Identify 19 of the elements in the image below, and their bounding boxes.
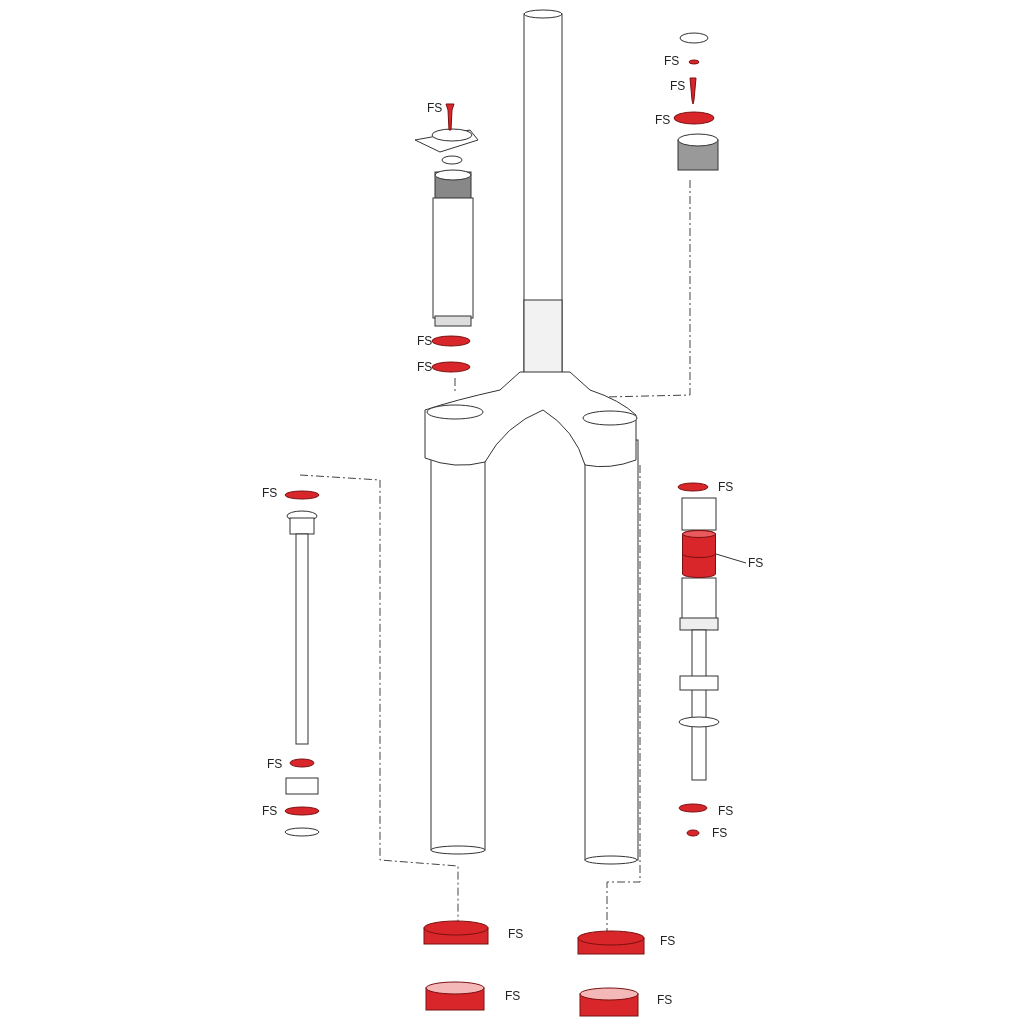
part-label: FS <box>660 934 676 948</box>
leader-line <box>715 553 747 564</box>
part-label: FS <box>748 556 764 570</box>
part-label: FS <box>262 486 278 500</box>
part-label: FS <box>505 989 521 1003</box>
part-label: FS <box>508 927 524 941</box>
part-label: FS <box>267 757 283 771</box>
part-label: FS <box>655 113 671 127</box>
part-label: FS <box>718 804 734 818</box>
part-label: FS <box>718 480 734 494</box>
part-label: FS <box>417 360 433 374</box>
part-label: FS <box>657 993 673 1007</box>
part-label: FS <box>262 804 278 818</box>
part-label: FS <box>417 334 433 348</box>
part-label: FS <box>712 826 728 840</box>
seal-cylinder <box>682 530 716 578</box>
part-label: FS <box>670 79 686 93</box>
part-label: FS <box>664 54 680 68</box>
part-label: FS <box>427 101 443 115</box>
